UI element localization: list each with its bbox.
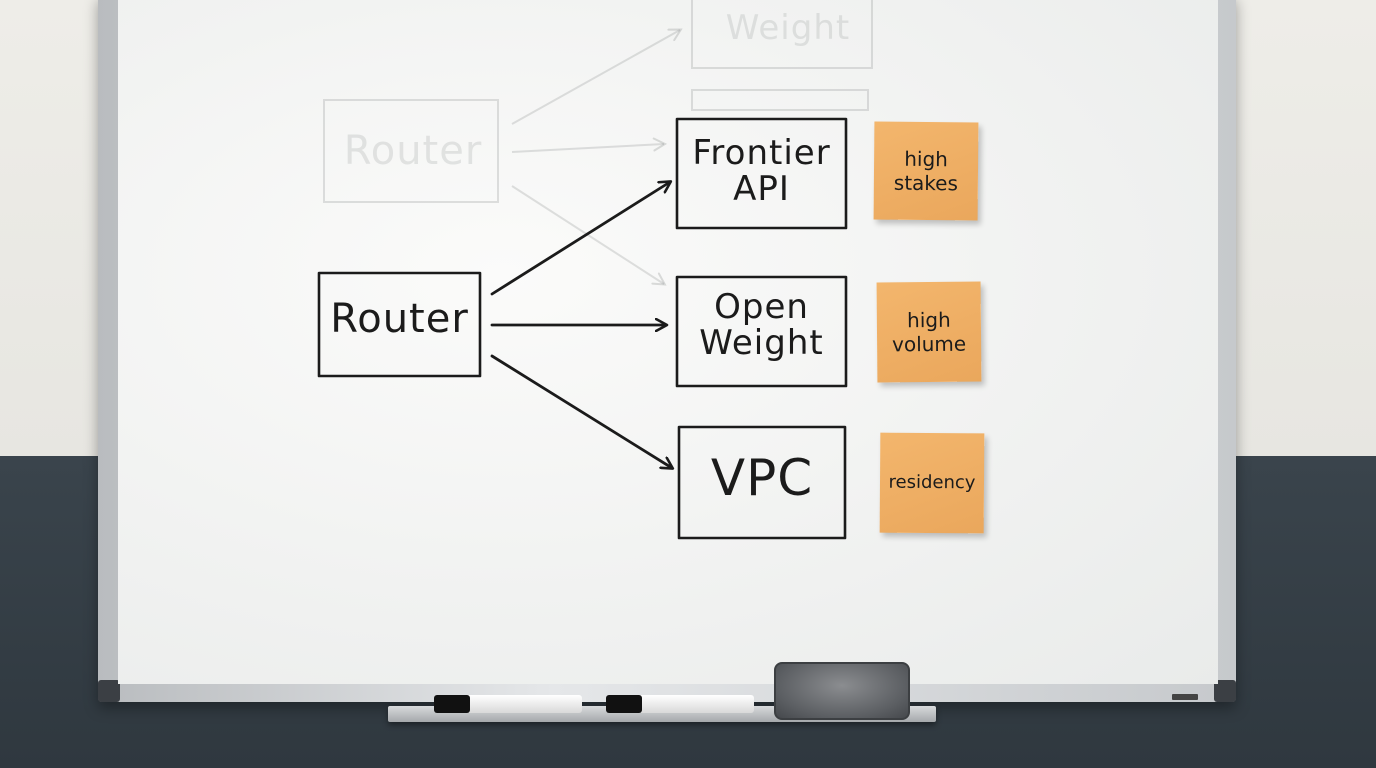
arrow-to-frontier-api (490, 182, 670, 296)
whiteboard-surface: Router Weight (118, 0, 1218, 684)
router-label: Router (330, 296, 469, 342)
sticky-note-text: high stakes (893, 146, 959, 196)
whiteboard-eraser[interactable] (774, 662, 910, 720)
sticky-note-text: high volume (891, 307, 967, 357)
ghost-weight-label: Weight (725, 8, 851, 48)
router-box (317, 271, 482, 378)
frontier-api-box (675, 117, 848, 230)
vpc-label: VPC (710, 449, 814, 507)
vpc-box (677, 425, 847, 540)
ghost-weight-box (691, 0, 873, 69)
frame-brand-tag (1172, 694, 1198, 700)
ghost-box-top (691, 89, 869, 111)
ghost-drawing (323, 0, 873, 284)
sticky-note-high-stakes: high stakes (873, 121, 979, 221)
marker-right[interactable] (606, 695, 754, 713)
sticky-note-residency: residency (879, 432, 985, 534)
ghost-arrow-top (511, 30, 680, 125)
marker-cap (434, 695, 470, 713)
frame-corner-left (98, 680, 120, 702)
ghost-router-label: Router (343, 128, 483, 174)
open-weight-label: Open Weight (699, 287, 824, 363)
marker-cap (606, 695, 642, 713)
frontier-api-label: Frontier API (692, 133, 831, 209)
arrow-to-vpc (490, 354, 672, 468)
marker-left[interactable] (434, 695, 582, 713)
sticky-note-high-volume: high volume (876, 281, 982, 383)
ghost-arrow-middle (511, 144, 664, 153)
open-weight-box (675, 275, 848, 388)
ghost-router-box (323, 99, 499, 203)
sticky-note-text: residency (888, 471, 976, 494)
frame-corner-right (1214, 680, 1236, 702)
